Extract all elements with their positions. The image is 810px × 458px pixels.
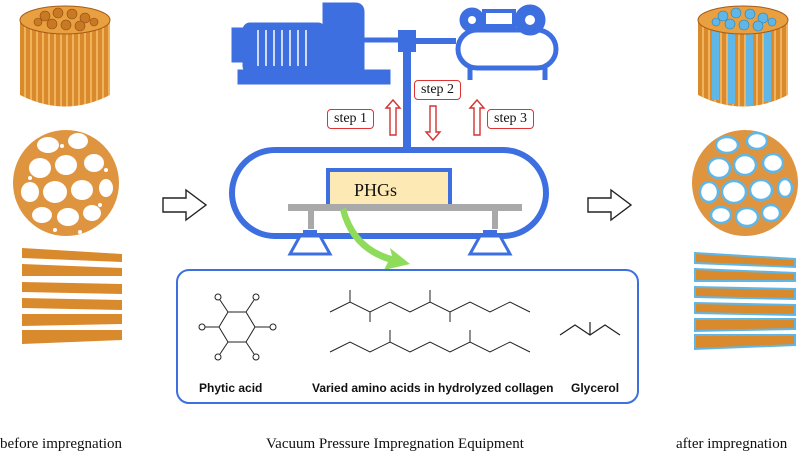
wood-cylinder-before: [19, 5, 111, 107]
molecule-panel: [176, 269, 639, 404]
glycerol-label: Glycerol: [571, 381, 620, 395]
connecting-pipe: [398, 30, 456, 149]
step-2-label: step 2: [414, 80, 462, 100]
phytic-acid-label: Phytic acid: [199, 381, 263, 395]
phytic-acid-structure: [198, 293, 277, 361]
step-1-arrow-up: [384, 98, 402, 136]
glycerol-structure: [559, 322, 621, 336]
step-3-arrow-up: [468, 98, 486, 136]
tank-label: PHGs: [354, 180, 398, 200]
step-3-label: step 3: [487, 109, 535, 129]
arrow-right-left: [162, 188, 208, 222]
caption-equipment: Vacuum Pressure Impregnation Equipment: [266, 436, 524, 452]
step-1-label: step 1: [327, 109, 375, 129]
wood-longitudinal-after: [694, 251, 796, 352]
caption-after: after impregnation: [676, 436, 788, 452]
impregnation-tank: [229, 147, 549, 256]
collagen-structure: [329, 290, 531, 353]
green-arrow: [340, 208, 410, 270]
step-2-arrow-down: [424, 105, 442, 142]
wood-cross-section-before: [13, 130, 119, 236]
air-compressor: [455, 4, 559, 80]
vacuum-pump: [231, 2, 398, 85]
collagen-label: Varied amino acids in hydrolyzed collage…: [312, 381, 554, 395]
wood-cross-section-after: [692, 130, 798, 236]
wood-cylinder-after: [697, 5, 789, 107]
wood-longitudinal-before: [22, 247, 122, 347]
caption-before: before impregnation: [0, 436, 123, 452]
arrow-right-right: [587, 188, 633, 222]
